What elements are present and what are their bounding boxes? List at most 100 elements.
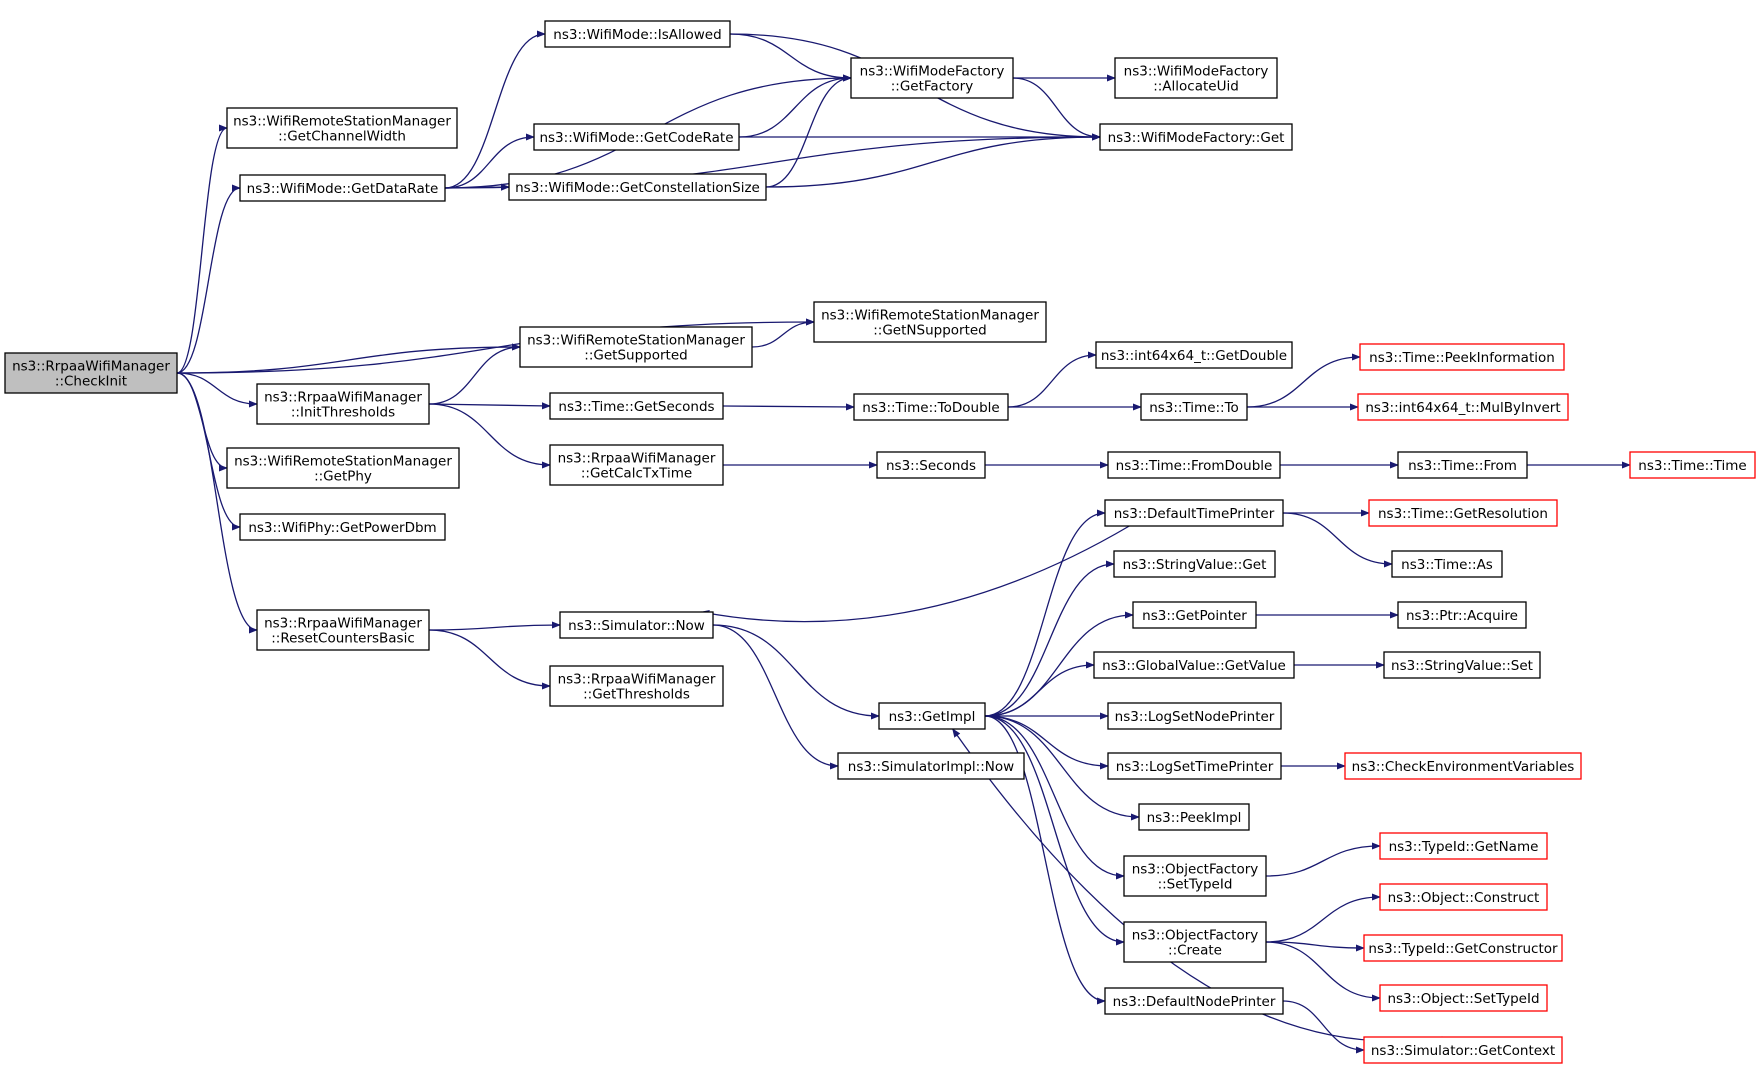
node-box — [1113, 550, 1276, 578]
node-label-line: ns3::Time::Time — [1638, 458, 1746, 474]
node-label-line: ::AllocateUid — [1153, 79, 1239, 95]
node-label-line: ns3::RrpaaWifiManager — [558, 672, 716, 688]
node-box — [1104, 499, 1284, 527]
node-box — [876, 451, 986, 479]
node-label-line: ns3::Time::GetResolution — [1378, 506, 1548, 522]
node-getchannelwidth[interactable]: ns3::WifiRemoteStationManager::GetChanne… — [226, 107, 458, 149]
node-settypeid[interactable]: ns3::ObjectFactory::SetTypeId — [1123, 855, 1267, 897]
edge-initthresholds-to-getsupported — [428, 343, 521, 405]
node-timefrom[interactable]: ns3::Time::From — [1397, 451, 1528, 479]
node-label-line: ns3::WifiRemoteStationManager — [234, 454, 452, 470]
node-box — [1138, 803, 1250, 831]
node-mulbyinvert[interactable]: ns3::int64x64_t::MulByInvert — [1357, 393, 1569, 421]
node-label-line: ::GetNSupported — [873, 323, 987, 339]
node-defaultnodeprinter[interactable]: ns3::DefaultNodePrinter — [1104, 987, 1284, 1015]
edge-getcoderate-to-getfactory — [738, 74, 852, 138]
edge-getimpl-to-defaulttimeprinter — [984, 509, 1106, 717]
node-int64getdouble[interactable]: ns3::int64x64_t::GetDouble — [1095, 341, 1293, 369]
node-simnow[interactable]: ns3::Simulator::Now — [559, 611, 714, 639]
node-box — [1107, 451, 1281, 479]
node-box — [256, 383, 430, 425]
node-getdatarate[interactable]: ns3::WifiMode::GetDataRate — [239, 174, 446, 202]
node-label-line: ns3::DefaultTimePrinter — [1114, 506, 1275, 522]
node-box — [1383, 651, 1541, 679]
node-box — [226, 107, 458, 149]
node-typeidgetconstructor[interactable]: ns3::TypeId::GetConstructor — [1363, 934, 1563, 962]
node-box — [1095, 341, 1293, 369]
node-box — [1132, 601, 1257, 629]
node-getnsupported[interactable]: ns3::WifiRemoteStationManager::GetNSuppo… — [813, 301, 1047, 343]
node-allocateuid[interactable]: ns3::WifiModeFactory::AllocateUid — [1114, 57, 1278, 99]
edge-todouble-to-int64getdouble — [1007, 351, 1097, 408]
edge-simnow-to-getimpl — [712, 624, 880, 720]
node-box — [1344, 752, 1582, 780]
node-label-line: ns3::TypeId::GetConstructor — [1368, 941, 1558, 957]
node-getpowerdbm[interactable]: ns3::WifiPhy::GetPowerDbm — [239, 513, 446, 541]
node-box — [878, 702, 986, 730]
node-fromdouble[interactable]: ns3::Time::FromDouble — [1107, 451, 1281, 479]
node-box — [1391, 550, 1503, 578]
node-label-line: ns3::Simulator::GetContext — [1371, 1043, 1555, 1059]
node-box — [508, 173, 767, 201]
node-getthresholds[interactable]: ns3::RrpaaWifiManager::GetThresholds — [549, 665, 724, 707]
node-factoryget[interactable]: ns3::WifiModeFactory::Get — [1099, 123, 1293, 151]
node-typeidgetname[interactable]: ns3::TypeId::GetName — [1379, 832, 1548, 860]
node-timetime[interactable]: ns3::Time::Time — [1629, 451, 1756, 479]
node-resetcounters[interactable]: ns3::RrpaaWifiManager::ResetCountersBasi… — [256, 609, 430, 651]
node-timeto[interactable]: ns3::Time::To — [1140, 393, 1248, 421]
node-label-line: ::CheckInit — [55, 374, 127, 390]
node-factorycreate[interactable]: ns3::ObjectFactory::Create — [1123, 921, 1267, 963]
node-logsettimeprinter[interactable]: ns3::LogSetTimePrinter — [1107, 752, 1282, 780]
node-layer: ns3::RrpaaWifiManager::CheckInitns3::Wif… — [4, 20, 1756, 1064]
node-label-line: ns3::Time::GetSeconds — [558, 399, 714, 415]
node-isallowed[interactable]: ns3::WifiMode::IsAllowed — [544, 20, 731, 48]
edge-defaulttimeprinter-to-simnow — [700, 525, 1130, 623]
node-getseconds[interactable]: ns3::Time::GetSeconds — [549, 392, 724, 420]
node-label-line: ::GetThresholds — [583, 687, 690, 703]
edge-getdatarate-to-getcoderate — [444, 133, 535, 189]
node-getresolution[interactable]: ns3::Time::GetResolution — [1368, 499, 1558, 527]
node-label-line: ns3::WifiModeFactory::Get — [1108, 130, 1285, 146]
node-getimpl[interactable]: ns3::GetImpl — [878, 702, 986, 730]
node-getconstellationsize[interactable]: ns3::WifiMode::GetConstellationSize — [508, 173, 767, 201]
node-label-line: ::GetSupported — [584, 348, 687, 364]
node-globalgetvalue[interactable]: ns3::GlobalValue::GetValue — [1093, 651, 1295, 679]
edge-initthresholds-to-getcalctxtime — [428, 403, 551, 469]
node-seconds[interactable]: ns3::Seconds — [876, 451, 986, 479]
node-stringvalueget[interactable]: ns3::StringValue::Get — [1113, 550, 1276, 578]
node-label-line: ns3::Seconds — [886, 458, 976, 474]
node-label-line: ns3::WifiPhy::GetPowerDbm — [248, 520, 436, 536]
node-label-line: ns3::WifiModeFactory — [860, 64, 1005, 80]
node-peekinformation[interactable]: ns3::Time::PeekInformation — [1359, 343, 1565, 371]
node-label-line: ::InitThresholds — [291, 405, 395, 421]
node-label-line: ns3::Simulator::Now — [568, 618, 705, 634]
node-peekimpl[interactable]: ns3::PeekImpl — [1138, 803, 1250, 831]
node-timeas[interactable]: ns3::Time::As — [1391, 550, 1503, 578]
node-checkenv[interactable]: ns3::CheckEnvironmentVariables — [1344, 752, 1582, 780]
node-getfactory[interactable]: ns3::WifiModeFactory::GetFactory — [850, 57, 1014, 99]
node-label-line: ns3::WifiRemoteStationManager — [527, 333, 745, 349]
node-box — [1397, 601, 1527, 629]
node-getcalctxtime[interactable]: ns3::RrpaaWifiManager::GetCalcTxTime — [549, 444, 724, 486]
node-checkinit[interactable]: ns3::RrpaaWifiManager::CheckInit — [4, 352, 178, 394]
node-objectconstruct[interactable]: ns3::Object::Construct — [1379, 883, 1548, 911]
node-initthresholds[interactable]: ns3::RrpaaWifiManager::InitThresholds — [256, 383, 430, 425]
node-objectsettypeid[interactable]: ns3::Object::SetTypeId — [1379, 984, 1548, 1012]
node-getsupported[interactable]: ns3::WifiRemoteStationManager::GetSuppor… — [519, 326, 753, 368]
node-defaulttimeprinter[interactable]: ns3::DefaultTimePrinter — [1104, 499, 1284, 527]
node-simimplnow[interactable]: ns3::SimulatorImpl::Now — [837, 752, 1025, 780]
node-box — [1104, 987, 1284, 1015]
node-todouble[interactable]: ns3::Time::ToDouble — [853, 393, 1009, 421]
node-getcoderate[interactable]: ns3::WifiMode::GetCodeRate — [533, 123, 740, 151]
node-label-line: ns3::WifiRemoteStationManager — [233, 114, 451, 130]
node-simgetcontext[interactable]: ns3::Simulator::GetContext — [1363, 1036, 1563, 1064]
node-getpointer[interactable]: ns3::GetPointer — [1132, 601, 1257, 629]
edge-factorycreate-to-typeidgetconstructor — [1265, 941, 1365, 952]
node-logsetnodeprinter[interactable]: ns3::LogSetNodePrinter — [1107, 702, 1282, 730]
node-stringvalueset[interactable]: ns3::StringValue::Set — [1383, 651, 1541, 679]
node-label-line: ns3::Time::From — [1408, 458, 1517, 474]
node-ptracquire[interactable]: ns3::Ptr::Acquire — [1397, 601, 1527, 629]
node-getphy[interactable]: ns3::WifiRemoteStationManager::GetPhy — [226, 447, 460, 489]
node-box — [559, 611, 714, 639]
node-label-line: ns3::GetPointer — [1142, 608, 1247, 624]
